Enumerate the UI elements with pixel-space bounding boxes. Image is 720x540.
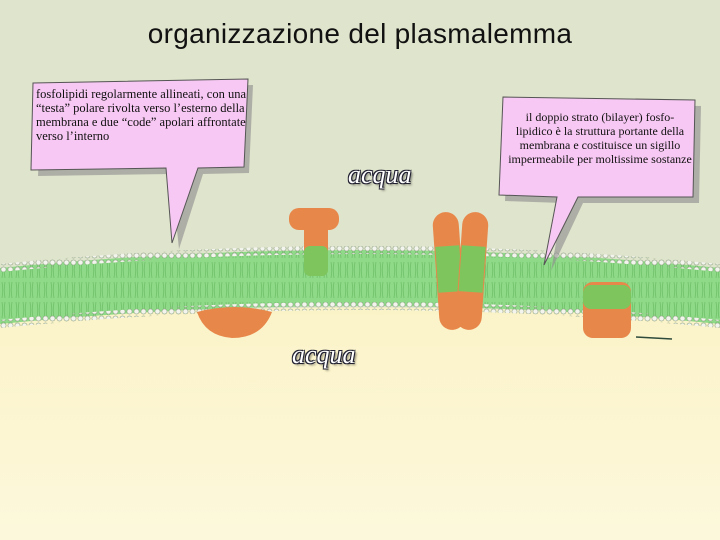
callout-right-text: il doppio strato (bilayer) fosfo- lipidi… [508,110,692,166]
page-title: organizzazione del plasmalemma [147,18,573,49]
pointer-arrow [635,336,673,340]
water-inside-label: acqua [292,340,356,369]
callout-left-text: fosfolipidi regolarmente allineati, con … [36,87,246,143]
inner-heads [0,302,720,328]
cytoplasm-region [0,307,720,540]
peripheral-protein-inner [197,307,272,338]
callout-right-bubble [498,96,701,271]
callout-left-bubble [30,78,253,249]
water-outside-label: acqua [348,160,412,189]
outer-heads [0,246,720,272]
phospholipid-bilayer [0,246,720,328]
peripheral-protein-outer [289,208,339,276]
transmembrane-protein [432,212,489,330]
integral-protein-right [583,282,631,338]
